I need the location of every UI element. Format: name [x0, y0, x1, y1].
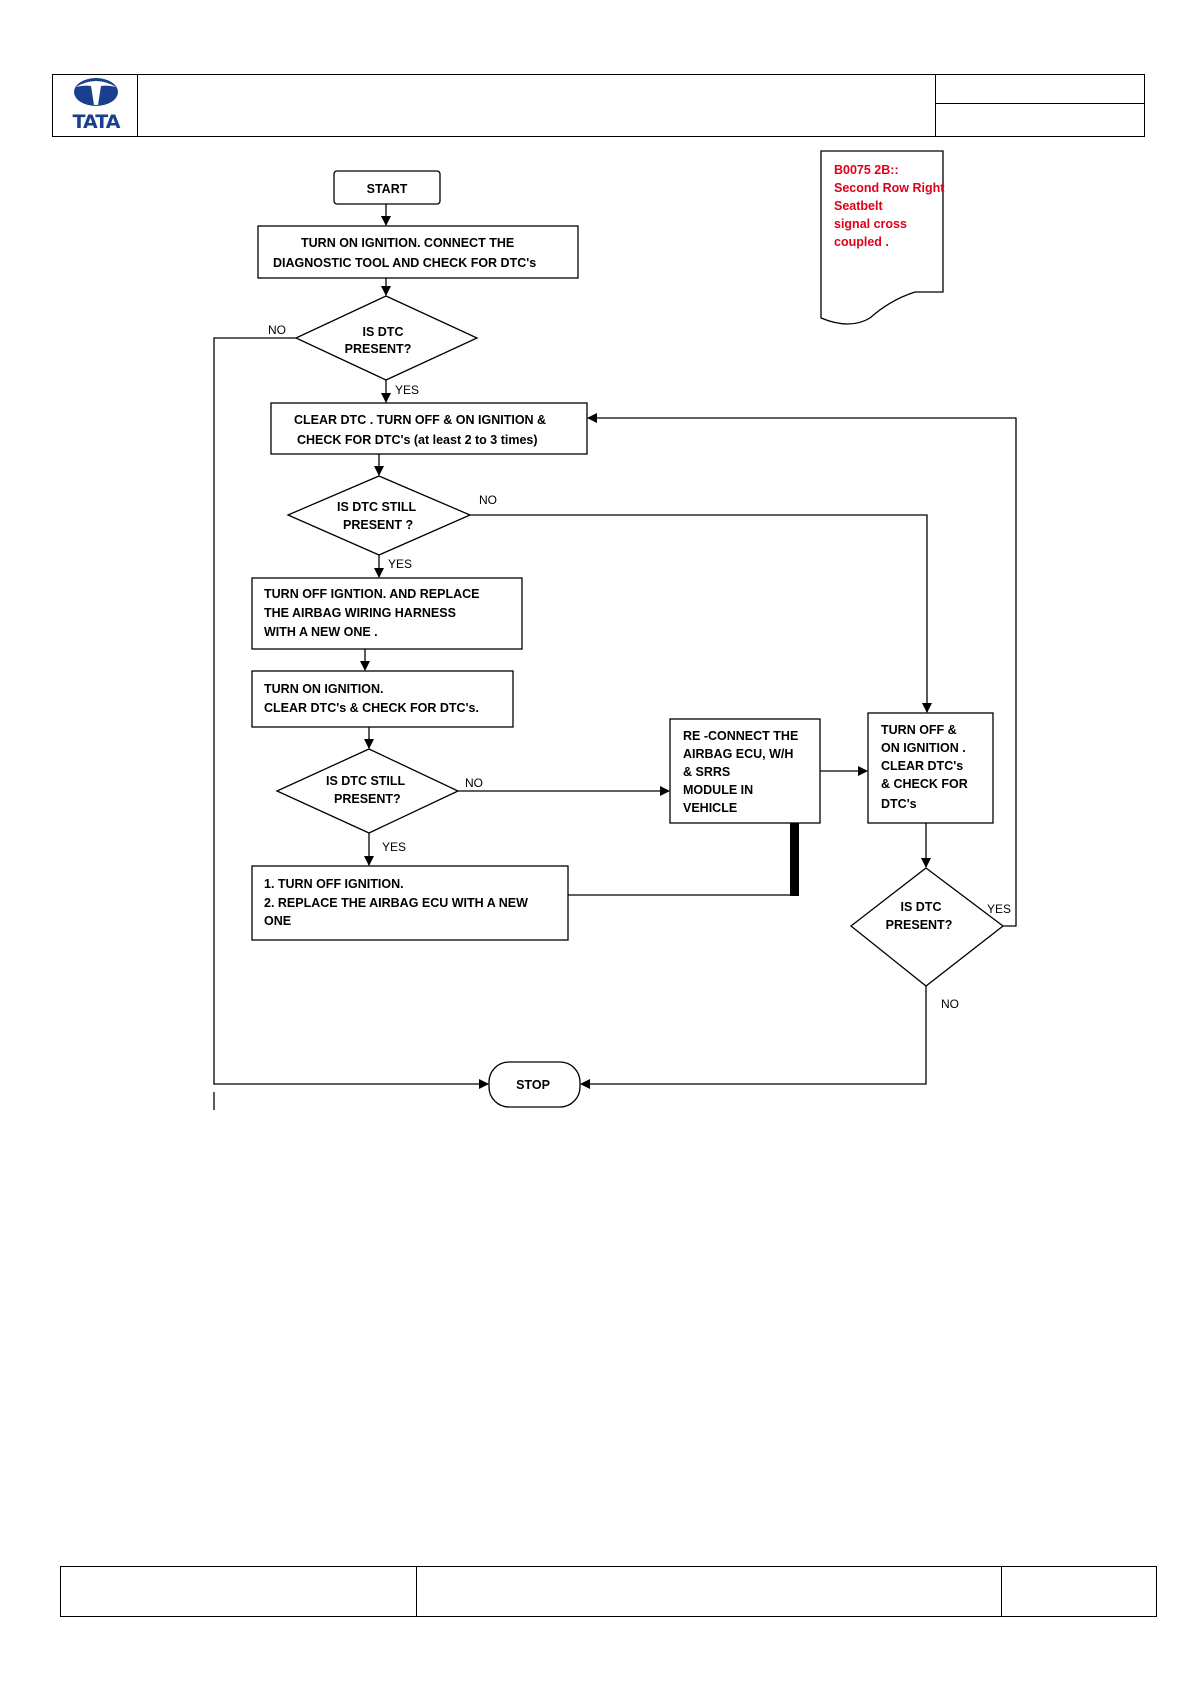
turn-on-clear-text-2: CLEAR DTC's & CHECK FOR DTC's.: [264, 701, 479, 715]
dtc-still-2-text-2: PRESENT?: [334, 792, 401, 806]
footer-table: [60, 1566, 1157, 1617]
dtc-present-1-text-1: IS DTC: [363, 325, 404, 339]
label-no-4: NO: [941, 997, 959, 1011]
note-line-2: Second Row Right: [834, 181, 945, 195]
label-no-1: NO: [268, 323, 286, 337]
header-right-cell: [935, 74, 1145, 137]
clear-dtc-text-2: CHECK FOR DTC's (at least 2 to 3 times): [297, 433, 538, 447]
replace-harness-box: [251, 577, 523, 650]
start-label: START: [367, 182, 408, 196]
label-yes-4: YES: [987, 902, 1011, 916]
turn-off-on-text-1: TURN OFF &: [881, 723, 957, 737]
turn-on-clear-box: [251, 670, 514, 728]
note-line-3: Seatbelt: [834, 199, 883, 213]
ignition-text-1: TURN ON IGNITION. CONNECT THE: [301, 236, 514, 250]
thick-connector: [790, 823, 799, 896]
tata-logo-icon: [74, 78, 118, 106]
replace-harness-text-3: WITH A NEW ONE .: [264, 625, 378, 639]
label-yes-3: YES: [382, 840, 406, 854]
reconnect-text-1: RE -CONNECT THE: [683, 729, 798, 743]
clear-dtc-text-1: CLEAR DTC . TURN OFF & ON IGNITION &: [294, 413, 546, 427]
reconnect-text-5: VEHICLE: [683, 801, 737, 815]
label-yes-1: YES: [395, 383, 419, 397]
footer-left-cell: [60, 1566, 417, 1617]
turn-off-on-text-2: ON IGNITION .: [881, 741, 966, 755]
replace-harness-text-2: THE AIRBAG WIRING HARNESS: [264, 606, 456, 620]
dtc-present-1-text-2: PRESENT?: [345, 342, 412, 356]
label-yes-2: YES: [388, 557, 412, 571]
header-logo-cell: [52, 74, 138, 137]
replace-ecu-text-2: 2. REPLACE THE AIRBAG ECU WITH A NEW: [264, 896, 528, 910]
reconnect-text-3: & SRRS: [683, 765, 730, 779]
header-table: [52, 74, 1145, 137]
dtc-present-2-text-1: IS DTC: [901, 900, 942, 914]
turn-on-clear-text-1: TURN ON IGNITION.: [264, 682, 383, 696]
dtc-present-2-text-2: PRESENT?: [886, 918, 953, 932]
dtc-still-diamond-1: [286, 475, 472, 556]
logo-wordmark: TATA: [72, 111, 121, 133]
label-no-3: NO: [465, 776, 483, 790]
note-line-1: B0075 2B::: [834, 163, 899, 177]
note-line-5: coupled .: [834, 235, 889, 249]
note-document-shape: [820, 150, 944, 325]
replace-harness-text-1: TURN OFF IGNTION. AND REPLACE: [264, 587, 480, 601]
dtc-still-1-text-1: IS DTC STILL: [337, 500, 417, 514]
turn-off-on-text-4: & CHECK FOR: [881, 777, 968, 791]
ignition-text-2: DIAGNOSTIC TOOL AND CHECK FOR DTC's: [273, 256, 536, 270]
turn-off-on-box: [867, 712, 994, 824]
dtc-still-2-text-1: IS DTC STILL: [326, 774, 406, 788]
replace-ecu-text-1: 1. TURN OFF IGNITION.: [264, 877, 404, 891]
reconnect-text-2: AIRBAG ECU, W/H: [683, 747, 793, 761]
replace-ecu-box: [251, 865, 569, 941]
footer-right-cell: [1001, 1566, 1157, 1617]
replace-ecu-text-3: ONE: [264, 914, 291, 928]
ignition-box: [257, 225, 579, 279]
start-box: [333, 170, 441, 205]
label-no-2: NO: [479, 493, 497, 507]
turn-off-on-text-5: DTC's: [881, 797, 917, 811]
turn-off-on-text-3: CLEAR DTC's: [881, 759, 963, 773]
dtc-still-diamond-2: [275, 748, 460, 834]
stop-label: STOP: [516, 1078, 550, 1092]
note-line-4: signal cross: [834, 217, 907, 231]
dtc-still-1-text-2: PRESENT ?: [343, 518, 413, 532]
reconnect-text-4: MODULE IN: [683, 783, 753, 797]
header-right-divider: [935, 103, 1145, 104]
clear-dtc-box: [270, 402, 588, 455]
